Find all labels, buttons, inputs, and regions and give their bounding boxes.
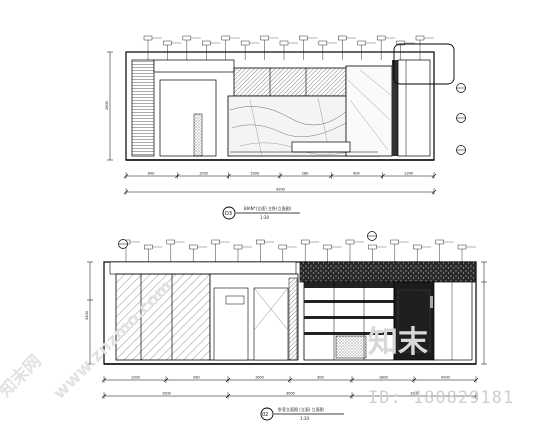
top-dim-row-1: 600 1200 1500 280 900 1200 [123, 171, 437, 179]
top-dim1-label: 1200 [404, 171, 414, 176]
top-callout-tag-box [143, 35, 153, 41]
bottom-dim1-label: 300 [317, 375, 324, 380]
bottom-callout-tag-box [413, 244, 422, 250]
bottom-dim1-label: 1200 [131, 375, 141, 380]
top-title-block: D3 BIAN*(立面) 主卧(立面图) 1:30 [222, 205, 300, 220]
bottom-callout-tag-box [457, 244, 467, 250]
watermark-corner-logo: 知末网 [0, 351, 46, 403]
elevation-bottom: 3400 1200 280 1500 300 1800 4200 1500 3500 1200… [84, 231, 487, 421]
bottom-callout-tag-box [435, 239, 444, 245]
bottom-title-block: 02 卧室立面图 (立面) 立面图 1:30 [260, 406, 344, 421]
top-dim1-label: 900 [353, 171, 360, 176]
top-right-column [397, 59, 431, 157]
bottom-dim1-label: 1500 [255, 375, 265, 380]
watermark-id: ID: 180829181 [368, 388, 514, 408]
top-dim1-label: 1500 [250, 171, 260, 176]
top-drawing-tag: D3 [225, 211, 232, 217]
top-left-dimension: 2800 [104, 51, 113, 161]
bottom-drawing-caption: 卧室立面图 (立面) 立面图 [278, 406, 324, 412]
bottom-dim1-label: 4200 [441, 375, 451, 380]
bottom-dim-row-2: 1500 3500 1200 [101, 391, 479, 399]
bottom-dim2-label: 1500 [162, 391, 172, 396]
bottom-dark-header [299, 261, 477, 283]
bottom-callout-tag-box [368, 244, 377, 250]
top-left-dim-label: 2800 [104, 100, 109, 110]
top-detail-callout-box [393, 43, 455, 85]
bottom-callout-tag-box [166, 239, 176, 245]
top-ceiling-band [153, 59, 235, 73]
top-callout-tag-box [240, 40, 250, 46]
top-drawing-caption: BIAN*(立面) 主卧(立面图) [244, 205, 292, 211]
bottom-callouts [121, 239, 476, 262]
bottom-callout-tag-box [256, 239, 265, 245]
top-callout-tag-box [163, 40, 172, 46]
bottom-dim1-label: 1800 [379, 375, 389, 380]
top-callout-tag-box [338, 35, 347, 41]
bottom-callout-tag-box [233, 244, 243, 250]
watermark-logo: 知末 [368, 325, 428, 360]
top-callout-tag-box [376, 35, 386, 41]
bottom-right-panel [433, 281, 473, 361]
top-callout-tag-box [357, 40, 366, 46]
top-callout-tag-box [221, 35, 230, 41]
elevation-top: 2800 600 1200 1500 280 900 1200 4200 D3 BIAN*… [104, 35, 466, 220]
bottom-callout-tag-box [390, 239, 399, 245]
top-drawing-scale: 1:30 [260, 215, 269, 220]
bottom-callout-tag-box [278, 244, 287, 250]
top-dim-row-2: 4200 [123, 187, 437, 195]
bottom-callout-tag-box [188, 244, 198, 250]
top-callout-tag-box [260, 35, 269, 41]
top-dim1-label: 280 [302, 171, 309, 176]
top-section-markers [456, 83, 466, 155]
top-bench [291, 141, 351, 153]
bottom-drawing-scale: 1:30 [300, 416, 309, 421]
bottom-left-dim-label: 3400 [84, 310, 89, 320]
bottom-section-markers [118, 231, 377, 249]
bottom-right-dimension [481, 261, 487, 365]
top-callouts [143, 35, 434, 60]
bottom-callout-tag-box [323, 244, 332, 250]
top-dark-side-strip [392, 60, 398, 156]
top-callout-tag-box [182, 35, 192, 41]
top-door-opening [159, 79, 217, 157]
top-callout-tag-box [299, 35, 308, 41]
top-right-marble-panel [345, 65, 393, 157]
bottom-dim2-label: 1200 [410, 391, 420, 396]
bottom-dim-row-1: 1200 280 1500 300 1800 4200 [101, 375, 479, 383]
bottom-wardrobe-panels [115, 273, 211, 361]
top-dim2-label: 4200 [276, 187, 286, 192]
bottom-drawing-tag: 02 [262, 412, 268, 418]
top-left-striped-panel [131, 59, 155, 157]
bottom-left-dimension: 3400 [84, 261, 93, 365]
bottom-callout-tag-box [144, 244, 153, 250]
bottom-dim1-label: 280 [193, 375, 200, 380]
top-dim1-label: 600 [148, 171, 155, 176]
bottom-callout-tag-box [301, 239, 310, 245]
bottom-dim2-label: 3500 [286, 391, 296, 396]
top-callout-tag-box [202, 40, 211, 46]
bottom-callout-tag-box [211, 239, 220, 245]
top-callout-tag-box [279, 40, 289, 46]
bottom-callout-tag-box [345, 239, 355, 245]
top-callout-tag-box [318, 40, 328, 46]
top-dark-cabinet [233, 67, 347, 97]
top-dim1-label: 1200 [199, 171, 209, 176]
top-callout-tag-box [415, 35, 425, 41]
